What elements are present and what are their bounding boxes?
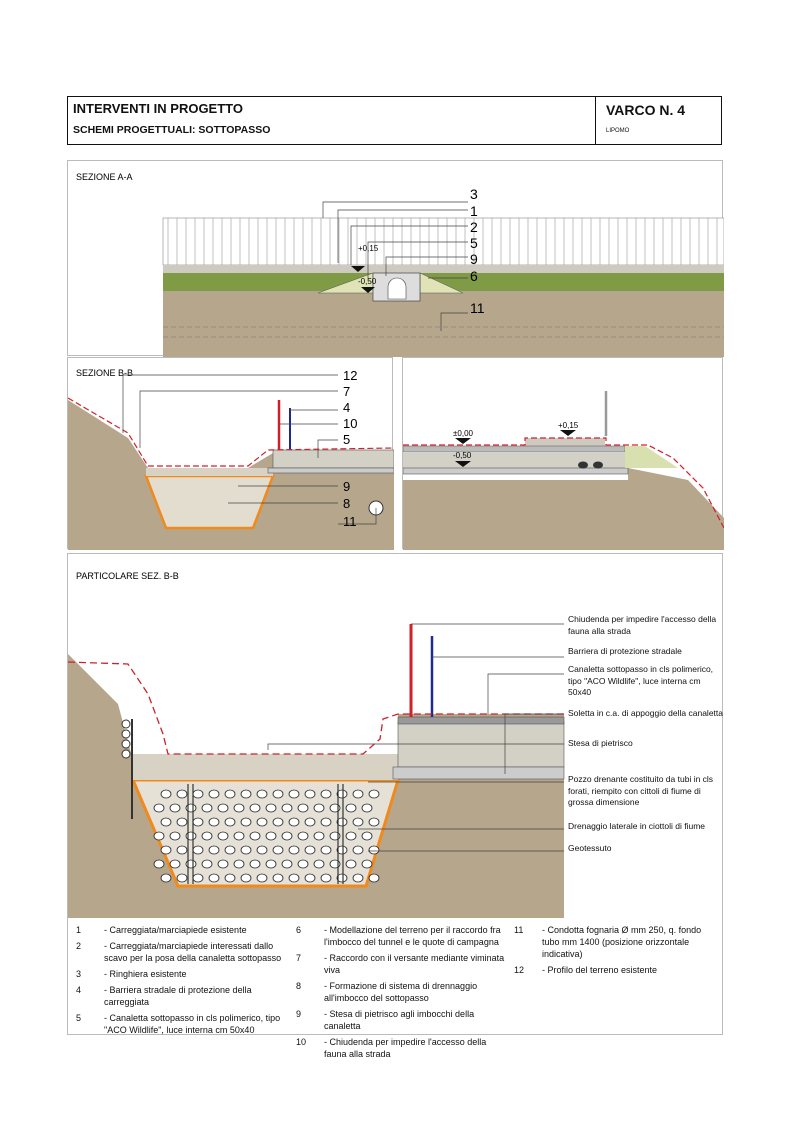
detail-title: PARTICOLARE SEZ. B-B xyxy=(76,571,179,581)
legend: 1 - Carreggiata/marciapiede esistente 2 - C… xyxy=(67,916,723,1059)
section-bb-right-panel: ±0,00 -0,50 +0,15 xyxy=(402,357,725,550)
callout-slab: Soletta in c.a. di appoggio della canale… xyxy=(568,708,724,718)
legend-number: 10 xyxy=(296,1037,307,1047)
aa-label-1: 1 xyxy=(470,203,478,219)
bb-label-8: 8 xyxy=(343,496,350,511)
title-divider xyxy=(595,97,596,144)
detail-drawing: PARTICOLARE SEZ. B-B Chiudenda per imped… xyxy=(67,554,724,918)
varco-number: VARCO N. 4 xyxy=(606,102,686,118)
legend-item: 10 - Chiudenda per impedire l'accesso del… xyxy=(296,1036,511,1060)
document-title: INTERVENTI IN PROGETTO xyxy=(73,101,243,116)
legend-text: - Formazione di sistema di drennaggio al… xyxy=(324,981,478,1003)
callout-barrier: Barriera di protezione stradale xyxy=(568,646,682,656)
detail-callouts: Chiudenda per impedire l'accesso della f… xyxy=(568,614,724,853)
bb-elevation-top: +0,15 xyxy=(558,421,579,430)
legend-text: - Ringhiera esistente xyxy=(104,969,187,979)
legend-number: 11 xyxy=(514,925,524,935)
location: LIPOMO xyxy=(606,128,630,134)
legend-text: - Modellazione del terreno per il raccor… xyxy=(324,925,501,947)
aa-elevation-top: +0,15 xyxy=(358,244,379,253)
legend-number: 12 xyxy=(514,965,525,975)
legend-item: 4 - Barriera stradale di protezione della… xyxy=(76,984,291,1008)
legend-text: - Carreggiata/marciapiede esistente xyxy=(104,925,247,935)
bb-label-10: 10 xyxy=(343,416,357,431)
title-block: INTERVENTI IN PROGETTO SCHEMI PROGETTUAL… xyxy=(67,96,722,145)
legend-item: 3 - Ringhiera esistente xyxy=(76,968,291,980)
legend-number: 1 xyxy=(76,925,82,935)
callout-drain-well: Pozzo drenante costituito da tubi in cls… xyxy=(568,774,714,807)
legend-text: - Canaletta sottopasso in cls polimerico… xyxy=(104,1013,281,1035)
bb-elevation-bottom: -0,50 xyxy=(453,451,472,460)
aa-elevation-bottom: -0,50 xyxy=(358,277,377,286)
legend-item: 11 - Condotta fognaria Ø mm 250, q. fondo… xyxy=(514,924,719,960)
legend-text: - Chiudenda per impedire l'accesso della… xyxy=(324,1037,487,1059)
legend-number: 2 xyxy=(76,941,82,951)
bb-label-7: 7 xyxy=(343,384,350,399)
legend-item: 6 - Modellazione del terreno per il racco… xyxy=(296,924,511,948)
legend-number: 3 xyxy=(76,969,82,979)
legend-item: 9 - Stesa di pietrisco agli imbocchi dell… xyxy=(296,1008,511,1032)
legend-text: - Raccordo con il versante mediante vimi… xyxy=(324,953,505,975)
callout-gravel: Stesa di pietrisco xyxy=(568,738,633,748)
section-bb-right-drawing: ±0,00 -0,50 +0,15 xyxy=(402,391,725,550)
bb-elevation-zero: ±0,00 xyxy=(453,429,474,438)
legend-number: 9 xyxy=(296,1009,302,1019)
aa-label-5: 5 xyxy=(470,235,478,251)
bb-label-4: 4 xyxy=(343,400,350,415)
callout-channel: Canaletta sottopasso in cls polimerico, … xyxy=(568,664,714,697)
legend-text: - Profilo del terreno esistente xyxy=(542,965,658,975)
legend-number: 6 xyxy=(296,925,302,935)
legend-text: - Barriera stradale di protezione della … xyxy=(104,985,252,1007)
callout-geotextile: Geotessuto xyxy=(568,843,612,853)
bb-label-9: 9 xyxy=(343,479,350,494)
aa-label-3: 3 xyxy=(470,186,478,202)
legend-item: 12 - Profilo del terreno esistente xyxy=(514,964,719,976)
legend-number: 4 xyxy=(76,985,82,995)
bb-label-11: 11 xyxy=(343,514,357,529)
section-bb-title: SEZIONE B-B xyxy=(76,368,133,378)
section-aa-drawing: SEZIONE A-A +0,15 -0,50 3 1 2 5 9 6 11 xyxy=(76,172,725,357)
legend-item: 7 - Raccordo con il versante mediante vim… xyxy=(296,952,511,976)
callout-lateral-drain: Drenaggio laterale in ciottoli di fiume xyxy=(568,821,706,831)
legend-item: 8 - Formazione di sistema di drennaggio a… xyxy=(296,980,511,1004)
legend-text: - Stesa di pietrisco agli imbocchi della… xyxy=(324,1009,475,1031)
section-bb-left-panel: SEZIONE B-B 12 7 4 10 5 9 8 11 xyxy=(67,357,395,550)
bb-label-5: 5 xyxy=(343,432,350,447)
aa-label-11: 11 xyxy=(470,300,485,316)
aa-label-9: 9 xyxy=(470,251,478,267)
legend-item: 2 - Carreggiata/marciapiede interessati d… xyxy=(76,940,291,964)
legend-text: - Condotta fognaria Ø mm 250, q. fondo t… xyxy=(542,925,702,959)
detail-panel: PARTICOLARE SEZ. B-B Chiudenda per imped… xyxy=(67,553,724,918)
legend-number: 5 xyxy=(76,1013,82,1023)
section-aa-panel: SEZIONE A-A +0,15 -0,50 3 1 2 5 9 6 11 xyxy=(67,160,725,357)
bb-label-12: 12 xyxy=(343,368,357,383)
section-bb-left-drawing: SEZIONE B-B 12 7 4 10 5 9 8 11 xyxy=(67,368,395,550)
aa-label-6: 6 xyxy=(470,268,478,284)
legend-item: 5 - Canaletta sottopasso in cls polimeric… xyxy=(76,1012,291,1036)
section-aa-title: SEZIONE A-A xyxy=(76,172,133,182)
document-subtitle: SCHEMI PROGETTUALI: SOTTOPASSO xyxy=(73,124,271,136)
legend-text: - Carreggiata/marciapiede interessati da… xyxy=(104,941,282,963)
aa-label-2: 2 xyxy=(470,219,478,235)
legend-number: 7 xyxy=(296,953,302,963)
legend-item: 1 - Carreggiata/marciapiede esistente xyxy=(76,924,291,936)
legend-number: 8 xyxy=(296,981,302,991)
callout-fence: Chiudenda per impedire l'accesso della f… xyxy=(568,614,717,636)
